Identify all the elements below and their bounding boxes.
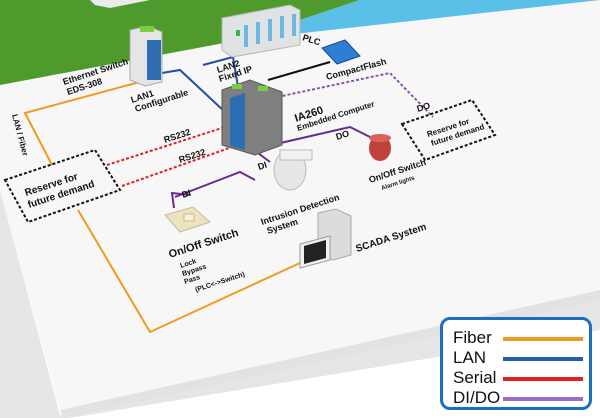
legend-swatch-dido [503, 397, 583, 401]
legend-item-lan: LAN [453, 348, 583, 368]
scada-computer [299, 208, 352, 269]
wall-switch [164, 206, 211, 233]
di-label-1: DI [181, 188, 193, 200]
road-strip [90, 0, 150, 8]
legend-swatch-serial [503, 377, 583, 381]
plc-device [221, 4, 301, 58]
alarm-light [369, 134, 391, 161]
ia260-computer [221, 79, 283, 156]
di-line-switch [170, 191, 191, 209]
do-label-1: DO [335, 128, 351, 142]
legend-label-dido: DI/DO [453, 388, 501, 407]
do-line-right [267, 71, 434, 118]
legend-label-lan: LAN [453, 348, 487, 367]
legend-item-fiber: Fiber [453, 328, 583, 348]
legend-swatch-fiber [503, 337, 583, 341]
do-line-switch [249, 125, 377, 151]
fiber-line-lower [77, 209, 301, 334]
legend-item-dido: DI/DO [453, 388, 583, 408]
di-label-2: DI [257, 160, 269, 172]
legend-item-serial: Serial [453, 368, 583, 388]
rs232-line-1 [106, 127, 223, 166]
reserve-box-left [3, 148, 122, 224]
di-line-1 [174, 170, 256, 198]
compactflash-line [267, 61, 331, 81]
legend-label-fiber: Fiber [453, 328, 492, 347]
switch-left-bullet-pass: Pass [183, 274, 201, 286]
platform-shadow [0, 190, 600, 418]
rs232-line-2 [121, 146, 233, 187]
legend-swatch-lan [503, 357, 583, 361]
ethernet-switch-device [129, 25, 163, 87]
fiber-line-upper [23, 79, 148, 166]
legend-label-serial: Serial [453, 368, 497, 387]
intrusion-camera [273, 149, 313, 191]
lan1-line [161, 68, 226, 113]
connections [23, 55, 434, 334]
compactflash-card [321, 39, 361, 65]
legend: Fiber LAN Serial DI/DO [440, 317, 592, 410]
do-label-2: DO [416, 100, 432, 114]
switch-left-bullet-lock: Lock [179, 258, 197, 270]
reserve-box-right [400, 98, 497, 162]
